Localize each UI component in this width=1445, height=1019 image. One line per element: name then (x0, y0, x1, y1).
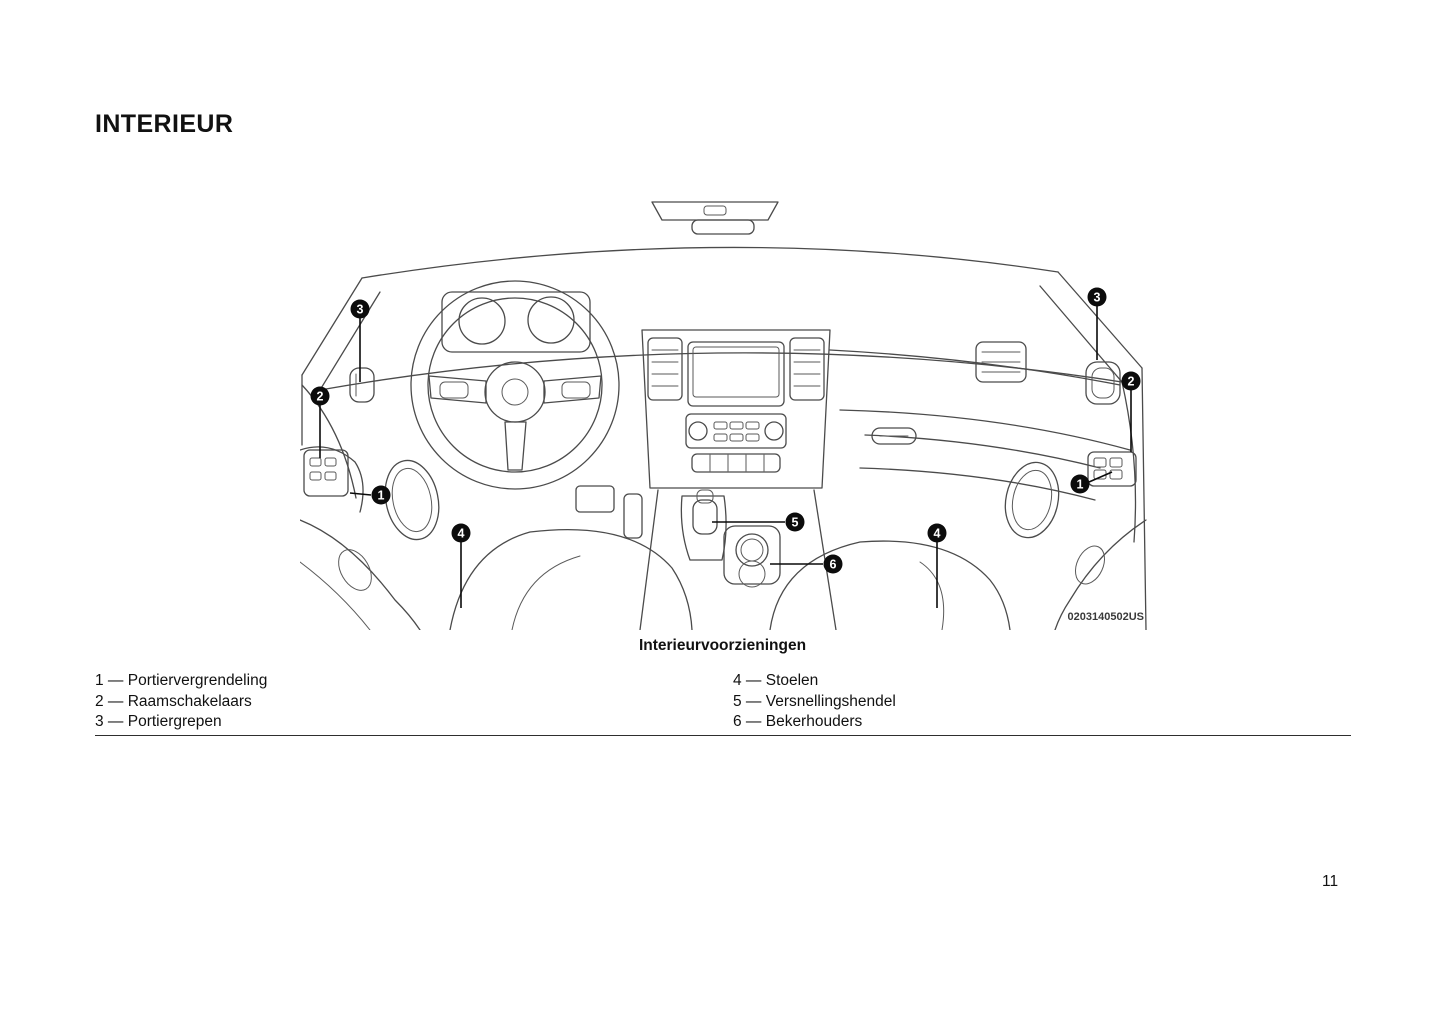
callout-label: 2 (317, 390, 324, 404)
passenger-seat (769, 540, 1011, 630)
gear-shifter (692, 499, 718, 535)
shifter-boot (680, 495, 727, 561)
center-console (639, 489, 837, 630)
legend-item: 6 — Bekerhouders (733, 713, 863, 730)
callout-label: 6 (830, 558, 837, 572)
grab-handle (871, 427, 917, 445)
touchscreen (687, 341, 785, 407)
left-door-grip (349, 367, 375, 403)
callout-label: 1 (378, 489, 385, 503)
right-speaker (1004, 461, 1060, 539)
left-door-panel (300, 367, 440, 541)
passenger-dash (829, 341, 1131, 501)
callout-label: 4 (458, 527, 465, 541)
callout-label: 4 (934, 527, 941, 541)
lower-dash-panels (575, 485, 643, 539)
right-window-switch-panel (1087, 451, 1137, 487)
interior-illustration: 0203140502US 3 2 (300, 200, 1148, 630)
callout-4-right: 4 (927, 523, 947, 543)
driver-seat (449, 529, 693, 630)
right-door-panel (1004, 361, 1147, 630)
callout-1-left: 1 (371, 485, 391, 505)
right-door-grip (1085, 361, 1121, 405)
figure-code: 0203140502US (1068, 611, 1144, 623)
interior-line-drawing: 0203140502US 3 2 (300, 201, 1147, 630)
legend-item: 2 — Raamschakelaars (95, 692, 252, 710)
callout-leader-lines (319, 306, 1132, 608)
windshield-outline (301, 246, 1143, 391)
rearview-mirror (651, 201, 779, 235)
callout-2-right: 2 (1121, 371, 1141, 391)
left-window-switch-panel (303, 449, 349, 497)
callout-label: 3 (1094, 291, 1101, 305)
left-center-vent (647, 337, 683, 401)
figure-caption: Interieurvoorzieningen (638, 637, 807, 654)
page-number: 11 (1322, 873, 1339, 890)
steering-wheel (410, 280, 620, 490)
callout-label: 1 (1077, 478, 1084, 492)
legend-item: 1 — Portiervergrendeling (95, 672, 268, 689)
legend-right-column: 4 — Stoelen 5 — Versnellingshendel 6 — B… (733, 671, 896, 733)
callout-3-right: 3 (1087, 287, 1107, 307)
cupholder-housing (723, 525, 781, 585)
callout-label: 2 (1128, 375, 1135, 389)
callout-1-right: 1 (1070, 474, 1090, 494)
callout-6: 6 (823, 554, 843, 574)
legend-left-column: 1 — Portiervergrendeling 2 — Raamschakel… (95, 671, 267, 733)
instrument-cluster (441, 291, 591, 353)
right-center-vent (789, 337, 825, 401)
climate-controls (685, 413, 787, 449)
legend-item: 5 — Versnellingshendel (733, 692, 896, 710)
callout-label: 5 (792, 516, 799, 530)
callout-label: 3 (357, 303, 364, 317)
callout-5: 5 (785, 512, 805, 532)
horizontal-divider (95, 735, 1351, 736)
center-stack (641, 329, 831, 489)
cupholder (735, 533, 769, 567)
left-speaker (384, 459, 440, 541)
callout-4-left: 4 (451, 523, 471, 543)
callout-2-left: 2 (310, 386, 330, 406)
passenger-vent (975, 341, 1027, 383)
legend-item: 3 — Portiergrepen (95, 713, 222, 730)
callout-3-left: 3 (350, 299, 370, 319)
page-title: INTERIEUR (95, 110, 234, 138)
legend-item: 4 — Stoelen (733, 672, 819, 689)
seats-and-floor (300, 519, 1147, 630)
